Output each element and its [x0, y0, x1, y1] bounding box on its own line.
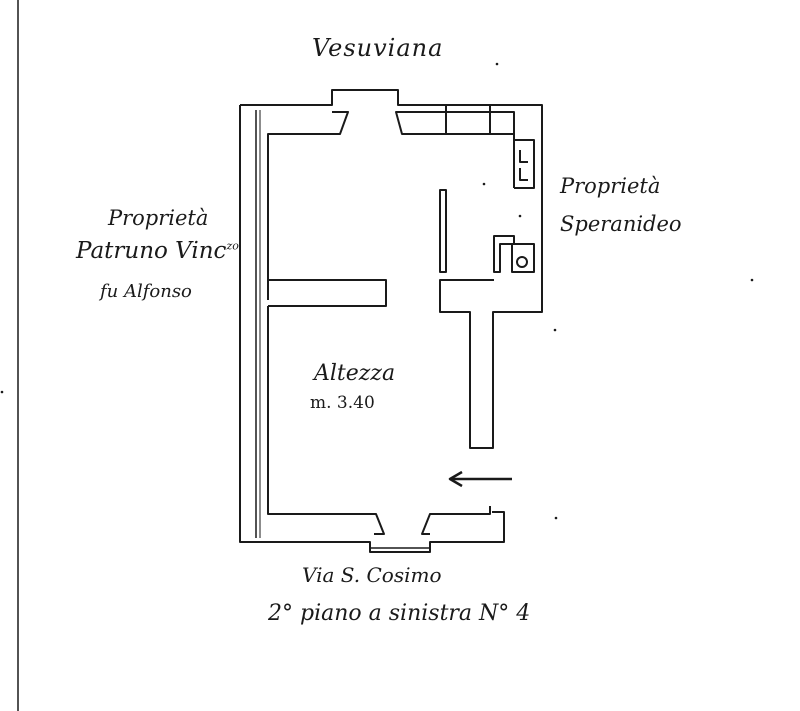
bathroom-wall: [514, 139, 535, 189]
outer-wall: [240, 89, 543, 449]
utility-wall: [493, 235, 515, 273]
utility-box: [511, 243, 535, 273]
sink-icon: [519, 150, 528, 181]
west-wall: [239, 105, 505, 553]
room-height-label: Altezza: [314, 361, 396, 386]
floor-caption: 2° piano a sinistra N° 4: [268, 601, 531, 626]
east-owner-name: Speranideo: [560, 212, 682, 236]
room-height-value: m. 3.40: [310, 393, 375, 413]
west-owner-name: Patruno Vinczo: [76, 240, 239, 263]
west-owner-heading: Proprietà: [108, 206, 209, 230]
central-room-wall: [267, 306, 385, 535]
bottom-street-label: Via S. Cosimo: [302, 563, 442, 587]
west-owner-father: fu Alfonso: [100, 281, 192, 302]
top-street-label: Vesuviana: [312, 34, 444, 62]
south-right-wall: [421, 506, 491, 535]
kitchen-wall: [439, 189, 447, 273]
east-owner-heading: Proprietà: [560, 174, 661, 198]
toilet-icon: [516, 256, 528, 268]
north-east-wall: [395, 111, 515, 188]
west-owner-name-sup: zo: [226, 239, 239, 253]
west-owner-name-text: Patruno Vinc: [76, 238, 227, 264]
arrow-head: [448, 470, 463, 488]
north-room-wall: [267, 111, 387, 307]
